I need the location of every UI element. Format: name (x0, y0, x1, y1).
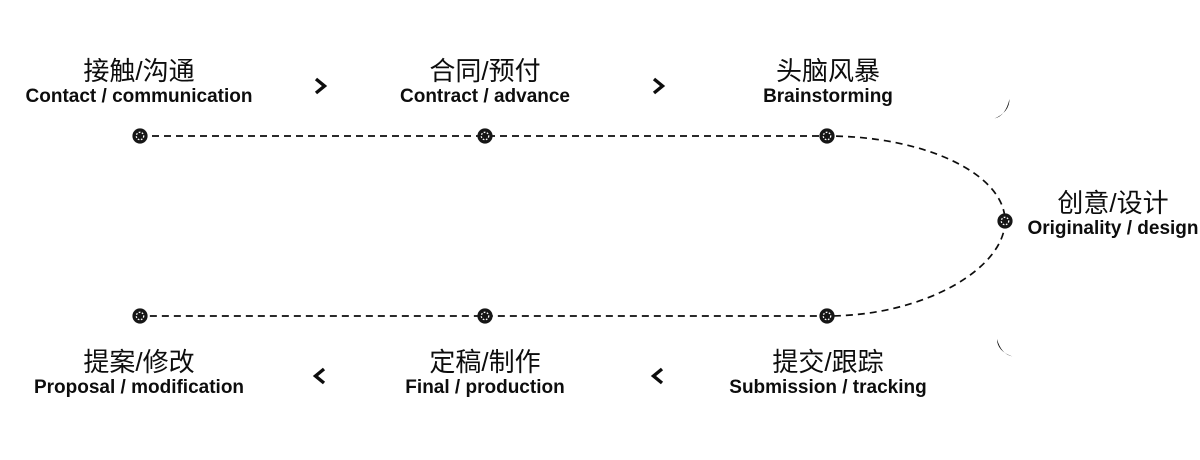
stage-contract-label-zh: 合同/预付 (429, 56, 541, 86)
stage-submission-label-en: Submission / tracking (729, 377, 927, 398)
dashed-flow-path (140, 135, 1006, 317)
process-node-contact (132, 128, 148, 144)
stage-submission-label-zh: 提交/跟踪 (772, 347, 884, 377)
chevron-right-icon (314, 77, 328, 95)
stage-final: 定稿/制作 Final / production (405, 347, 564, 397)
stage-originality-label-zh: 创意/设计 (1057, 188, 1169, 218)
stage-proposal: 提案/修改 Proposal / modification (34, 347, 244, 397)
chevron-left-icon (312, 367, 326, 385)
stage-originality-label-en: Originality / design (1027, 218, 1199, 239)
stage-contract: 合同/预付 Contract / advance (400, 56, 570, 106)
stage-final-label-en: Final / production (405, 377, 565, 398)
stage-proposal-label-zh: 提案/修改 (83, 347, 195, 377)
stage-brainstorming-label-zh: 头脑风暴 (775, 56, 881, 86)
stage-contact: 接触/沟通 Contact / communication (26, 56, 253, 106)
stage-proposal-label-en: Proposal / modification (33, 377, 245, 398)
process-node-final (477, 308, 493, 324)
stage-contact-label-zh: 接触/沟通 (83, 56, 195, 86)
curve-arrow-top-icon (994, 99, 1010, 119)
process-node-proposal (132, 308, 148, 324)
stage-brainstorming: 头脑风暴 Brainstorming (763, 56, 893, 106)
stage-submission: 提交/跟踪 Submission / tracking (729, 347, 926, 397)
chevron-right-icon (652, 77, 666, 95)
process-node-submission (819, 308, 835, 324)
chevron-left-icon (650, 367, 664, 385)
stage-brainstorming-label-en: Brainstorming (763, 86, 893, 107)
stage-contact-label-en: Contact / communication (25, 86, 253, 107)
stage-contract-label-en: Contract / advance (400, 86, 570, 107)
process-node-brainstorming (819, 128, 835, 144)
curve-arrow-bottom-icon (997, 339, 1013, 357)
stage-originality: 创意/设计 Originality / design (1027, 188, 1198, 238)
process-node-originality (997, 213, 1013, 229)
process-node-contract (477, 128, 493, 144)
stage-final-label-zh: 定稿/制作 (429, 347, 541, 377)
